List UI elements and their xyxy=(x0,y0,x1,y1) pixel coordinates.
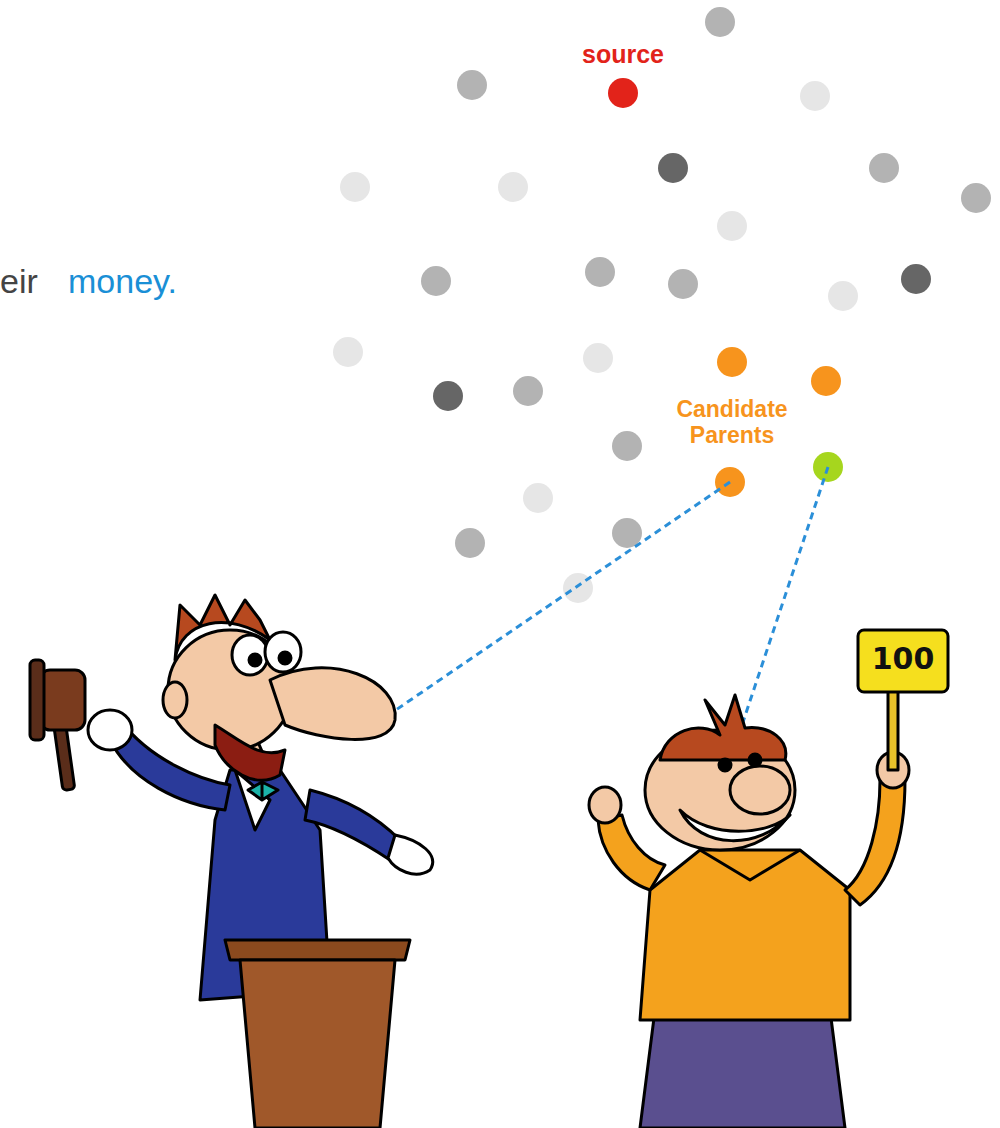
graph-dot xyxy=(800,81,830,111)
bid-sign-number: 100 xyxy=(858,642,948,677)
graph-dot xyxy=(457,70,487,100)
graph-dot xyxy=(340,172,370,202)
graph-dot xyxy=(869,153,899,183)
graph-dot xyxy=(658,153,688,183)
slide-text: money. xyxy=(68,262,228,301)
graph-dot xyxy=(811,366,841,396)
group-label: Candidate Parents xyxy=(652,396,812,449)
graph-dot xyxy=(705,7,735,37)
graph-dot xyxy=(513,376,543,406)
graph-dot xyxy=(523,483,553,513)
graph-dot xyxy=(433,381,463,411)
graph-dot xyxy=(421,266,451,296)
dashed-arrow xyxy=(736,467,828,743)
graph-dot xyxy=(333,337,363,367)
graph-dot xyxy=(612,431,642,461)
graph-dot xyxy=(583,343,613,373)
graph-dot xyxy=(961,183,991,213)
bidder-cartoon xyxy=(589,630,948,1128)
graph-dot xyxy=(498,172,528,202)
graph-dot xyxy=(901,264,931,294)
dashed-arrow xyxy=(387,482,730,716)
graph-dot xyxy=(455,528,485,558)
graph-dot xyxy=(668,269,698,299)
source-label: source xyxy=(563,40,683,69)
node-dots xyxy=(333,7,991,603)
graph-dot xyxy=(585,257,615,287)
graph-dot xyxy=(717,211,747,241)
graph-dot xyxy=(828,281,858,311)
slide-text: eir xyxy=(0,262,60,301)
graph-dot xyxy=(717,347,747,377)
auctioneer-cartoon xyxy=(30,595,433,1128)
graph-dot xyxy=(608,78,638,108)
